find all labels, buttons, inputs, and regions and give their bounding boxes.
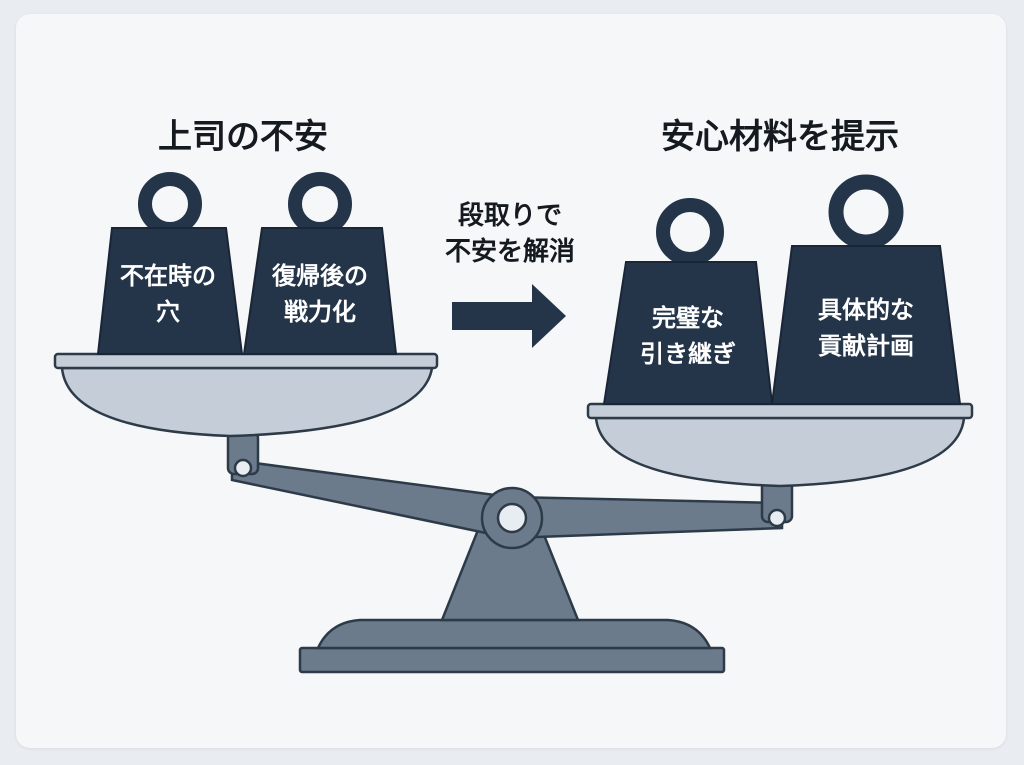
- scale-pivot: [480, 486, 544, 550]
- weight-perfect-handover-line1: 完璧な: [652, 304, 724, 332]
- right-heading: 安心材料を提示: [661, 117, 899, 157]
- transition-label-line2: 不安を解消: [445, 237, 575, 267]
- right-arrow-icon: [452, 284, 566, 348]
- left-pan-connector: [226, 430, 260, 478]
- weight-contribution-plan-line2: 貢献計画: [818, 332, 914, 360]
- scale-base-plate: [298, 646, 726, 674]
- weight-return-productivity-line2: 戦力化: [284, 298, 356, 326]
- scale-stand: [298, 503, 726, 674]
- weight-perfect-handover: 完璧な 引き継ぎ: [602, 198, 774, 405]
- weight-return-productivity: 復帰後の 戦力化: [242, 172, 398, 355]
- weight-return-productivity-line1: 復帰後の: [271, 262, 368, 290]
- left-heading: 上司の不安: [158, 117, 328, 157]
- transition-label-line1: 段取りで: [458, 200, 562, 231]
- left-pan: [53, 352, 439, 438]
- weight-absence-gap-line2: 穴: [156, 298, 180, 326]
- weight-perfect-handover-line2: 引き継ぎ: [640, 340, 736, 368]
- weight-contribution-plan-line1: 具体的な: [818, 296, 914, 324]
- right-pan: [586, 402, 974, 488]
- weight-absence-gap-line1: 不在時の: [120, 262, 216, 290]
- weight-absence-gap: 不在時の 穴: [96, 172, 244, 355]
- scale-base-top: [316, 618, 712, 650]
- weight-contribution-plan: 具体的な 貢献計画: [770, 174, 962, 405]
